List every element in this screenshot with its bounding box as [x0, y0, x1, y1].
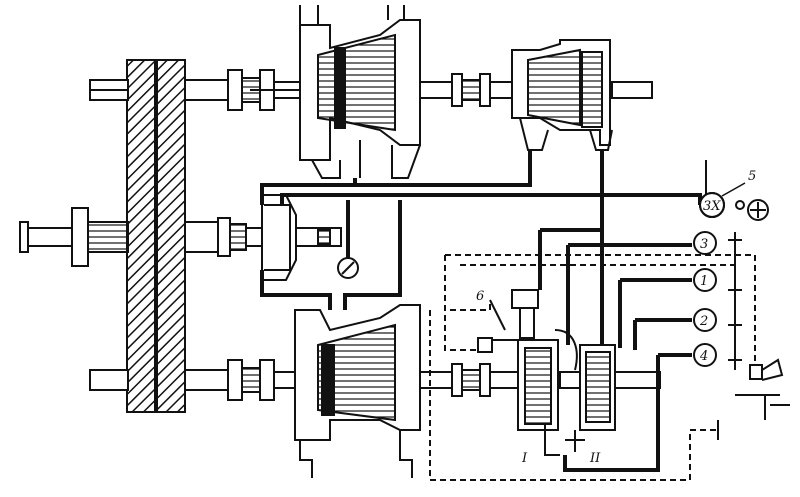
symbol-3x-text: 3X — [703, 199, 721, 214]
middle-coupling — [217, 217, 247, 257]
svg-text:1: 1 — [700, 274, 708, 289]
middle-small-unit — [261, 194, 342, 281]
svg-text:2: 2 — [699, 314, 708, 329]
bottom-coupling-middle — [451, 363, 491, 397]
label-5: 5 — [748, 169, 756, 184]
label-circle-1: 1 — [693, 268, 717, 292]
control-column — [699, 160, 790, 440]
control-valve-block — [477, 289, 578, 371]
label-coupling-II: II — [589, 451, 601, 466]
label-circle-3: 3 — [693, 231, 717, 255]
bottom-turbine — [294, 304, 421, 478]
label-circle-4: 4 — [693, 343, 717, 367]
top-turbine-hp — [250, 5, 421, 179]
svg-text:4: 4 — [699, 349, 708, 364]
label-circle-2: 2 — [693, 308, 717, 332]
svg-text:3: 3 — [700, 237, 708, 252]
top-turbine-lp — [511, 39, 613, 151]
bottom-shaft-line — [89, 304, 661, 478]
top-coupling-middle — [451, 73, 491, 107]
label-coupling-I: I — [521, 451, 528, 466]
top-shaft-line — [89, 5, 653, 179]
bottom-coupling-left — [227, 359, 275, 401]
reduction-gear — [126, 59, 186, 413]
label-circle-5: 3X — [699, 192, 725, 218]
control-lines-dashed — [429, 254, 756, 481]
middle-shaft-line — [19, 194, 359, 281]
label-6: 6 — [476, 289, 484, 304]
clutch-assembly — [489, 339, 661, 456]
